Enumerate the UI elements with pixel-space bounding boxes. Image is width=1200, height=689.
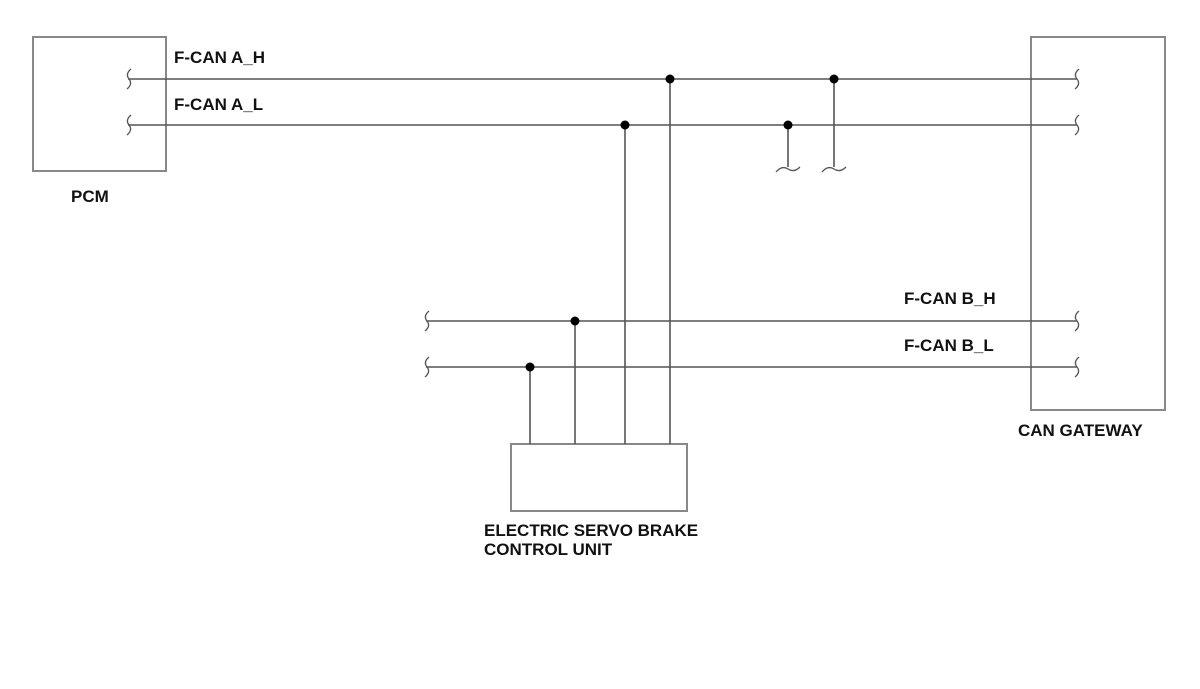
esbcu-label-line2: CONTROL UNIT bbox=[484, 540, 613, 559]
splice-a-h-branch bbox=[829, 74, 839, 84]
splice-b-h-esbcu bbox=[570, 316, 580, 326]
wire-label-f-can-a-h: F-CAN A_H bbox=[174, 48, 265, 67]
gateway-a-h-break-symbol bbox=[1074, 68, 1080, 90]
splice-a-l-esbcu bbox=[620, 120, 630, 130]
splice-b-l-esbcu bbox=[525, 362, 535, 372]
branch-a-l-break-symbol bbox=[775, 166, 801, 173]
pcm-label: PCM bbox=[71, 187, 109, 206]
branch-a-h-break-symbol bbox=[821, 166, 847, 173]
pcm-box bbox=[32, 36, 167, 172]
can-gateway-box bbox=[1030, 36, 1166, 411]
esbcu-label-line1: ELECTRIC SERVO BRAKE bbox=[484, 521, 699, 540]
b-h-left-break-symbol bbox=[424, 310, 430, 332]
wire-label-f-can-b-l: F-CAN B_L bbox=[904, 336, 994, 355]
wire-label-f-can-b-h: F-CAN B_H bbox=[904, 289, 996, 308]
b-l-left-break-symbol bbox=[424, 356, 430, 378]
gateway-b-l-break-symbol bbox=[1074, 356, 1080, 378]
pcm-a-l-break-symbol bbox=[126, 114, 132, 136]
gateway-a-l-break-symbol bbox=[1074, 114, 1080, 136]
splice-a-h-esbcu bbox=[665, 74, 675, 84]
pcm-a-h-break-symbol bbox=[126, 68, 132, 90]
wire-label-f-can-a-l: F-CAN A_L bbox=[174, 95, 264, 114]
splice-a-l-branch bbox=[783, 120, 793, 130]
esbcu-box bbox=[510, 443, 688, 512]
gateway-b-h-break-symbol bbox=[1074, 310, 1080, 332]
can-gateway-label: CAN GATEWAY bbox=[1018, 421, 1143, 440]
